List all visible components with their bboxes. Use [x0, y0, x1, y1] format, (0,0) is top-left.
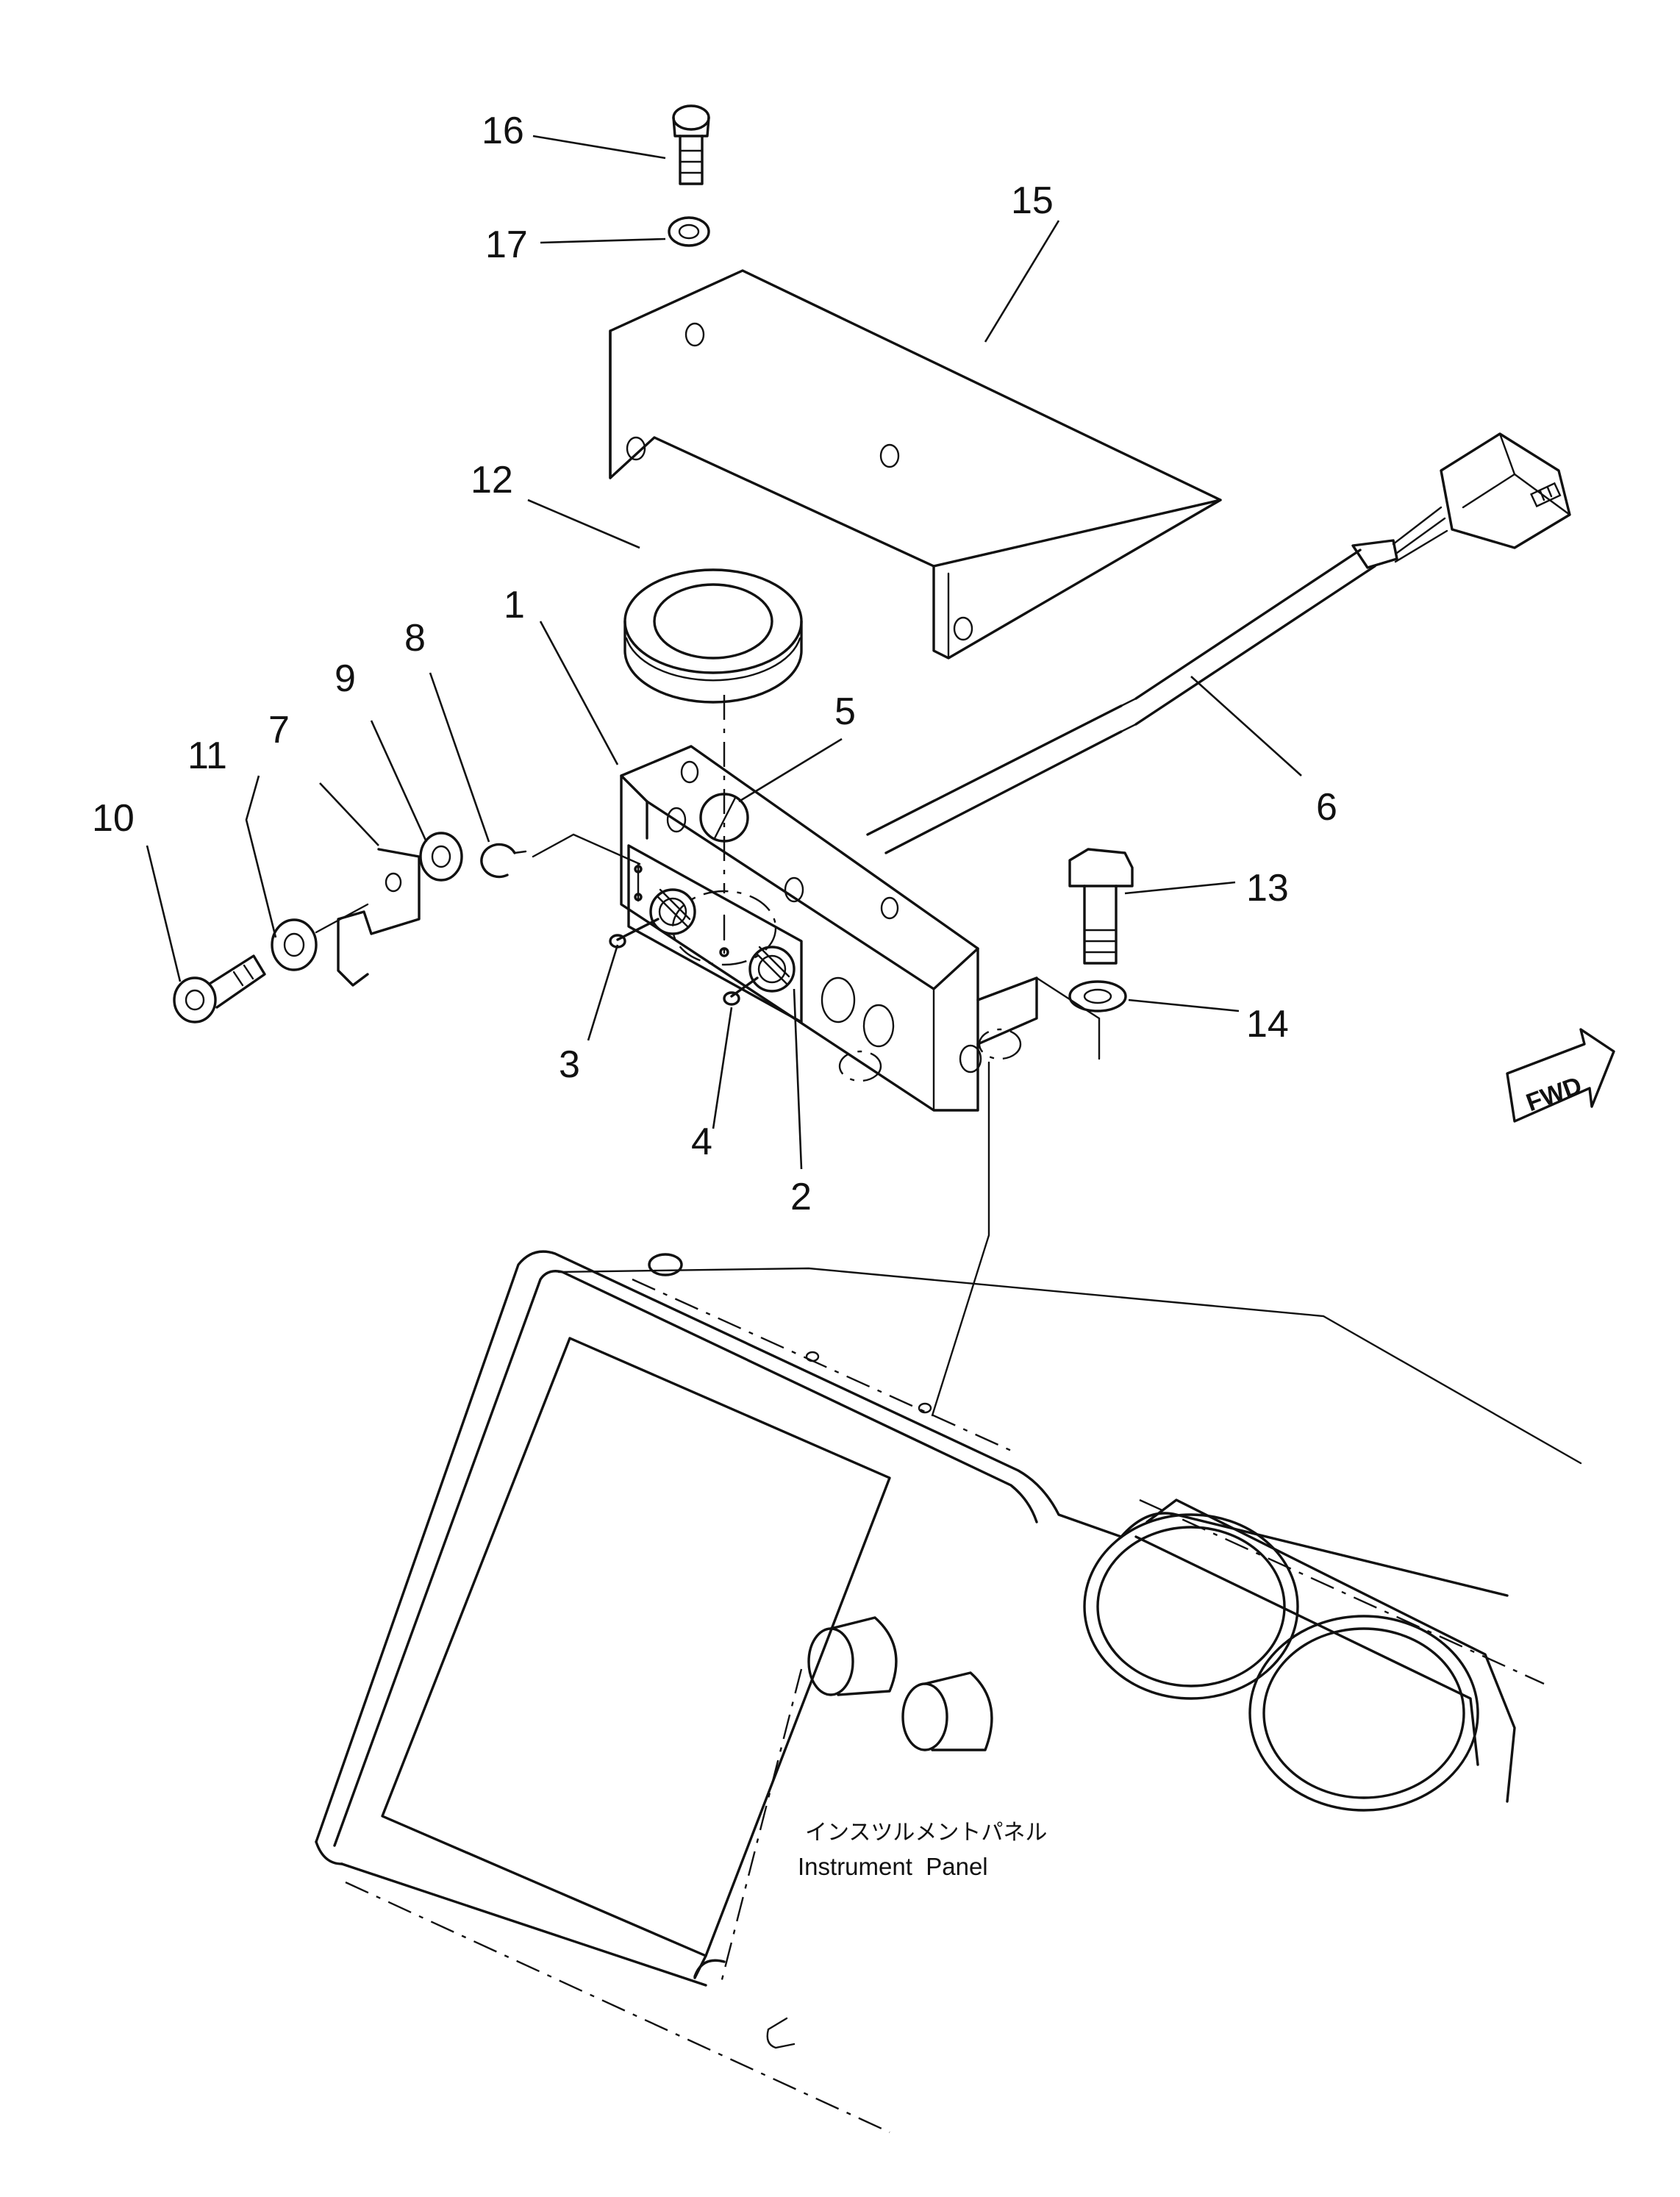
- fwd-label: FWD: [1523, 1071, 1586, 1117]
- callout-14: 14: [1246, 1003, 1289, 1046]
- clip-7: [337, 848, 421, 987]
- bolt-16: [672, 104, 710, 185]
- mount-guide: [931, 1061, 990, 1417]
- wire-harness: [866, 432, 1571, 854]
- callout-16: 16: [482, 110, 524, 152]
- callout-6: 6: [1316, 786, 1337, 829]
- callout-13: 13: [1246, 867, 1289, 910]
- bolt-13: [1068, 848, 1134, 965]
- switch-box: [620, 745, 1038, 1112]
- callout-5: 5: [834, 690, 856, 733]
- callout-17: 17: [485, 224, 528, 266]
- snap-ring-guide: [532, 833, 641, 865]
- callout-1: 1: [504, 584, 525, 626]
- callout-11: 11: [187, 735, 227, 777]
- snap-ring-8: [480, 843, 527, 879]
- washer-11: [271, 918, 318, 971]
- washer-14: [1068, 980, 1127, 1012]
- cover-bracket: [609, 269, 1222, 660]
- toggle-switch-right: [723, 946, 796, 1006]
- instrument-panel: [315, 1250, 1582, 2134]
- fwd-arrow-icon: FWD: [1506, 1028, 1615, 1123]
- washer-11-guide: [315, 903, 369, 934]
- grommet-12: [623, 568, 803, 704]
- callout-15: 15: [1011, 179, 1054, 222]
- washer-9: [419, 832, 463, 882]
- callout-2: 2: [790, 1176, 812, 1218]
- bolt-10: [173, 954, 266, 1024]
- callout-12: 12: [471, 459, 513, 501]
- callout-numbers: 16 17 15 12 1 5 6 8 9 7 11 10 13 14 3 4 …: [92, 110, 1337, 1218]
- washer-17: [668, 216, 710, 247]
- callout-9: 9: [335, 657, 356, 700]
- callout-8: 8: [404, 617, 426, 660]
- callout-3: 3: [559, 1043, 580, 1086]
- panel-label-japanese: インスツルメントパネル: [805, 1820, 1047, 1846]
- panel-label-english: Instrument Panel: [798, 1853, 988, 1880]
- callout-10: 10: [92, 797, 135, 840]
- bolt-13-guide: [1035, 976, 1101, 1060]
- callout-4: 4: [691, 1121, 712, 1163]
- callout-7: 7: [268, 709, 290, 751]
- callout-leaders: [146, 135, 1302, 1170]
